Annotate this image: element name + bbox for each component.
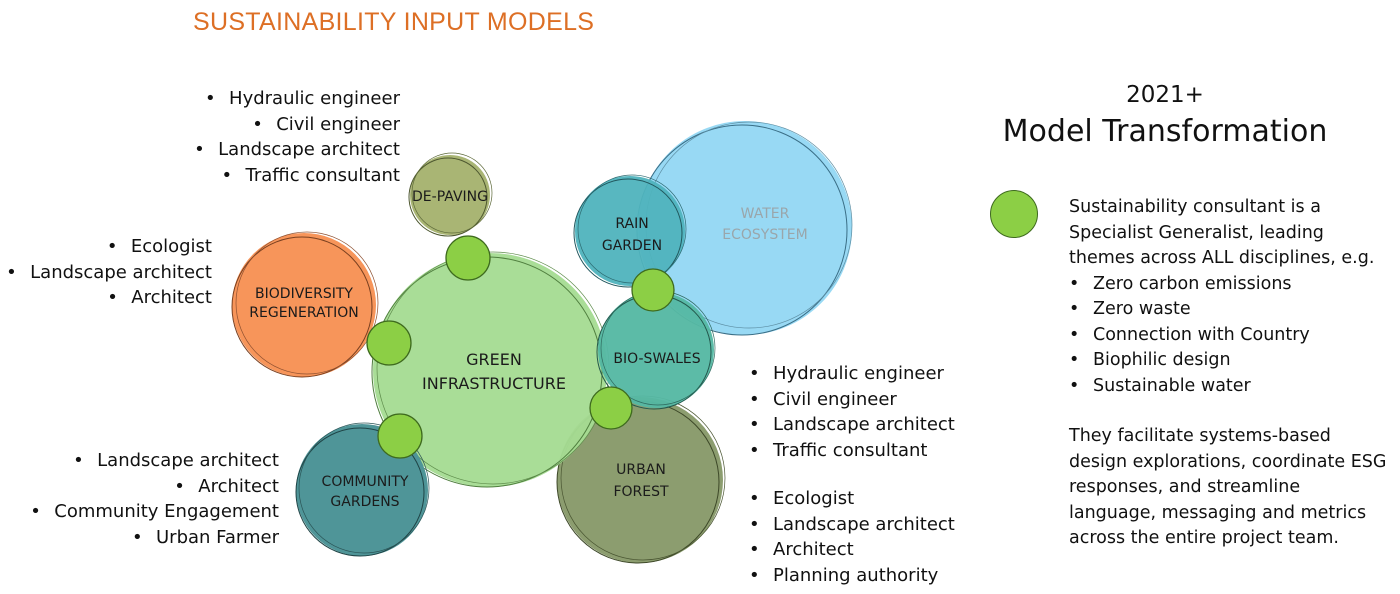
list-item: Traffic consultant	[749, 438, 955, 464]
connector-node	[589, 386, 633, 430]
list-item: Landscape architect	[194, 137, 400, 163]
bio-swales-bubble: BIO-SWALES	[596, 290, 716, 410]
list-item: Biophilic design	[1069, 348, 1394, 374]
connector-node	[631, 268, 675, 312]
list-item: Architect	[6, 285, 212, 311]
list-item: Architect	[30, 474, 279, 500]
water-ecosystem-label-1: WATER	[741, 206, 790, 222]
urban-forest-roles: Ecologist Landscape architect Architect …	[749, 486, 955, 588]
list-item: Zero waste	[1069, 297, 1394, 323]
biodiversity-label-1: BIODIVERSITY	[255, 286, 353, 302]
de-paving-label: DE-PAVING	[412, 189, 488, 205]
year-label: 2021+	[1126, 82, 1204, 108]
list-item: Community Engagement	[30, 499, 279, 525]
paragraph-line: responses, and streamline	[1069, 477, 1301, 497]
urban-forest-bubble: URBAN FOREST	[556, 395, 726, 564]
list-item: Planning authority	[749, 563, 955, 589]
de-paving-roles: Hydraulic engineer Civil engineer Landsc…	[194, 86, 400, 188]
paragraph-line: They facilitate systems-based	[1069, 426, 1331, 446]
paragraph-line: design explorations, coordinate ESG	[1069, 451, 1387, 472]
paragraph-line: language, messaging and metrics	[1069, 502, 1367, 523]
rain-garden-label-2: GARDEN	[602, 238, 662, 254]
legend-line: Sustainability consultant is a	[1069, 197, 1321, 217]
summary-paragraph: They facilitate systems-based design exp…	[1069, 424, 1394, 552]
list-item: Landscape architect	[6, 260, 212, 286]
community-gardens-label-1: COMMUNITY	[322, 474, 409, 490]
connector-node	[377, 413, 423, 459]
community-gardens-label-2: GARDENS	[330, 494, 399, 510]
connector-nodes	[366, 235, 675, 459]
green-infrastructure-label-2: INFRASTRUCTURE	[422, 374, 566, 393]
connector-node	[445, 235, 491, 281]
list-item: Ecologist	[6, 234, 212, 260]
biodiversity-roles: Ecologist Landscape architect Architect	[6, 234, 212, 311]
water-ecosystem-label-2: ECOSYSTEM	[722, 227, 807, 243]
list-item: Civil engineer	[194, 112, 400, 138]
biodiversity-bubble: BIODIVERSITY REGENERATION	[231, 231, 379, 378]
list-item: Zero carbon emissions	[1069, 272, 1394, 298]
de-paving-bubble: DE-PAVING	[408, 152, 493, 237]
list-item: Connection with Country	[1069, 323, 1394, 349]
green-infrastructure-label-1: GREEN	[466, 350, 522, 369]
page-title: SUSTAINABILITY INPUT MODELS	[193, 8, 595, 36]
rain-garden-label-1: RAIN	[615, 216, 648, 232]
panel-heading: Model Transformation	[1002, 114, 1328, 149]
list-item: Landscape architect	[749, 412, 955, 438]
list-item: Sustainable water	[1069, 374, 1394, 400]
list-item: Hydraulic engineer	[194, 86, 400, 112]
legend-node-icon	[990, 190, 1038, 238]
list-item: Landscape architect	[749, 512, 955, 538]
list-item: Traffic consultant	[194, 163, 400, 189]
community-gardens-roles: Landscape architect Architect Community …	[30, 448, 279, 550]
urban-forest-label-2: FOREST	[613, 484, 669, 500]
legend-line: themes across ALL disciplines, e.g.	[1069, 248, 1375, 268]
theme-list: Zero carbon emissions Zero waste Connect…	[1069, 272, 1394, 400]
bio-swales-label: BIO-SWALES	[613, 351, 700, 367]
list-item: Urban Farmer	[30, 525, 279, 551]
water-ecosystem-bubble: WATER ECOSYSTEM	[636, 121, 853, 336]
urban-forest-label-1: URBAN	[616, 462, 666, 478]
paragraph-line: across the entire project team.	[1069, 528, 1339, 548]
green-infrastructure-bubble: GREEN INFRASTRUCTURE	[371, 251, 610, 488]
connector-node	[366, 320, 412, 366]
legend-description: Sustainability consultant is a Specialis…	[1069, 195, 1394, 399]
list-item: Landscape architect	[30, 448, 279, 474]
list-item: Civil engineer	[749, 387, 955, 413]
list-item: Hydraulic engineer	[749, 361, 955, 387]
rain-garden-bubble: RAIN GARDEN	[573, 174, 687, 288]
list-item: Architect	[749, 537, 955, 563]
bio-swales-roles: Hydraulic engineer Civil engineer Landsc…	[749, 361, 955, 463]
legend-line: Specialist Generalist, leading	[1069, 222, 1324, 243]
list-item: Ecologist	[749, 486, 955, 512]
biodiversity-label-2: REGENERATION	[249, 305, 358, 321]
